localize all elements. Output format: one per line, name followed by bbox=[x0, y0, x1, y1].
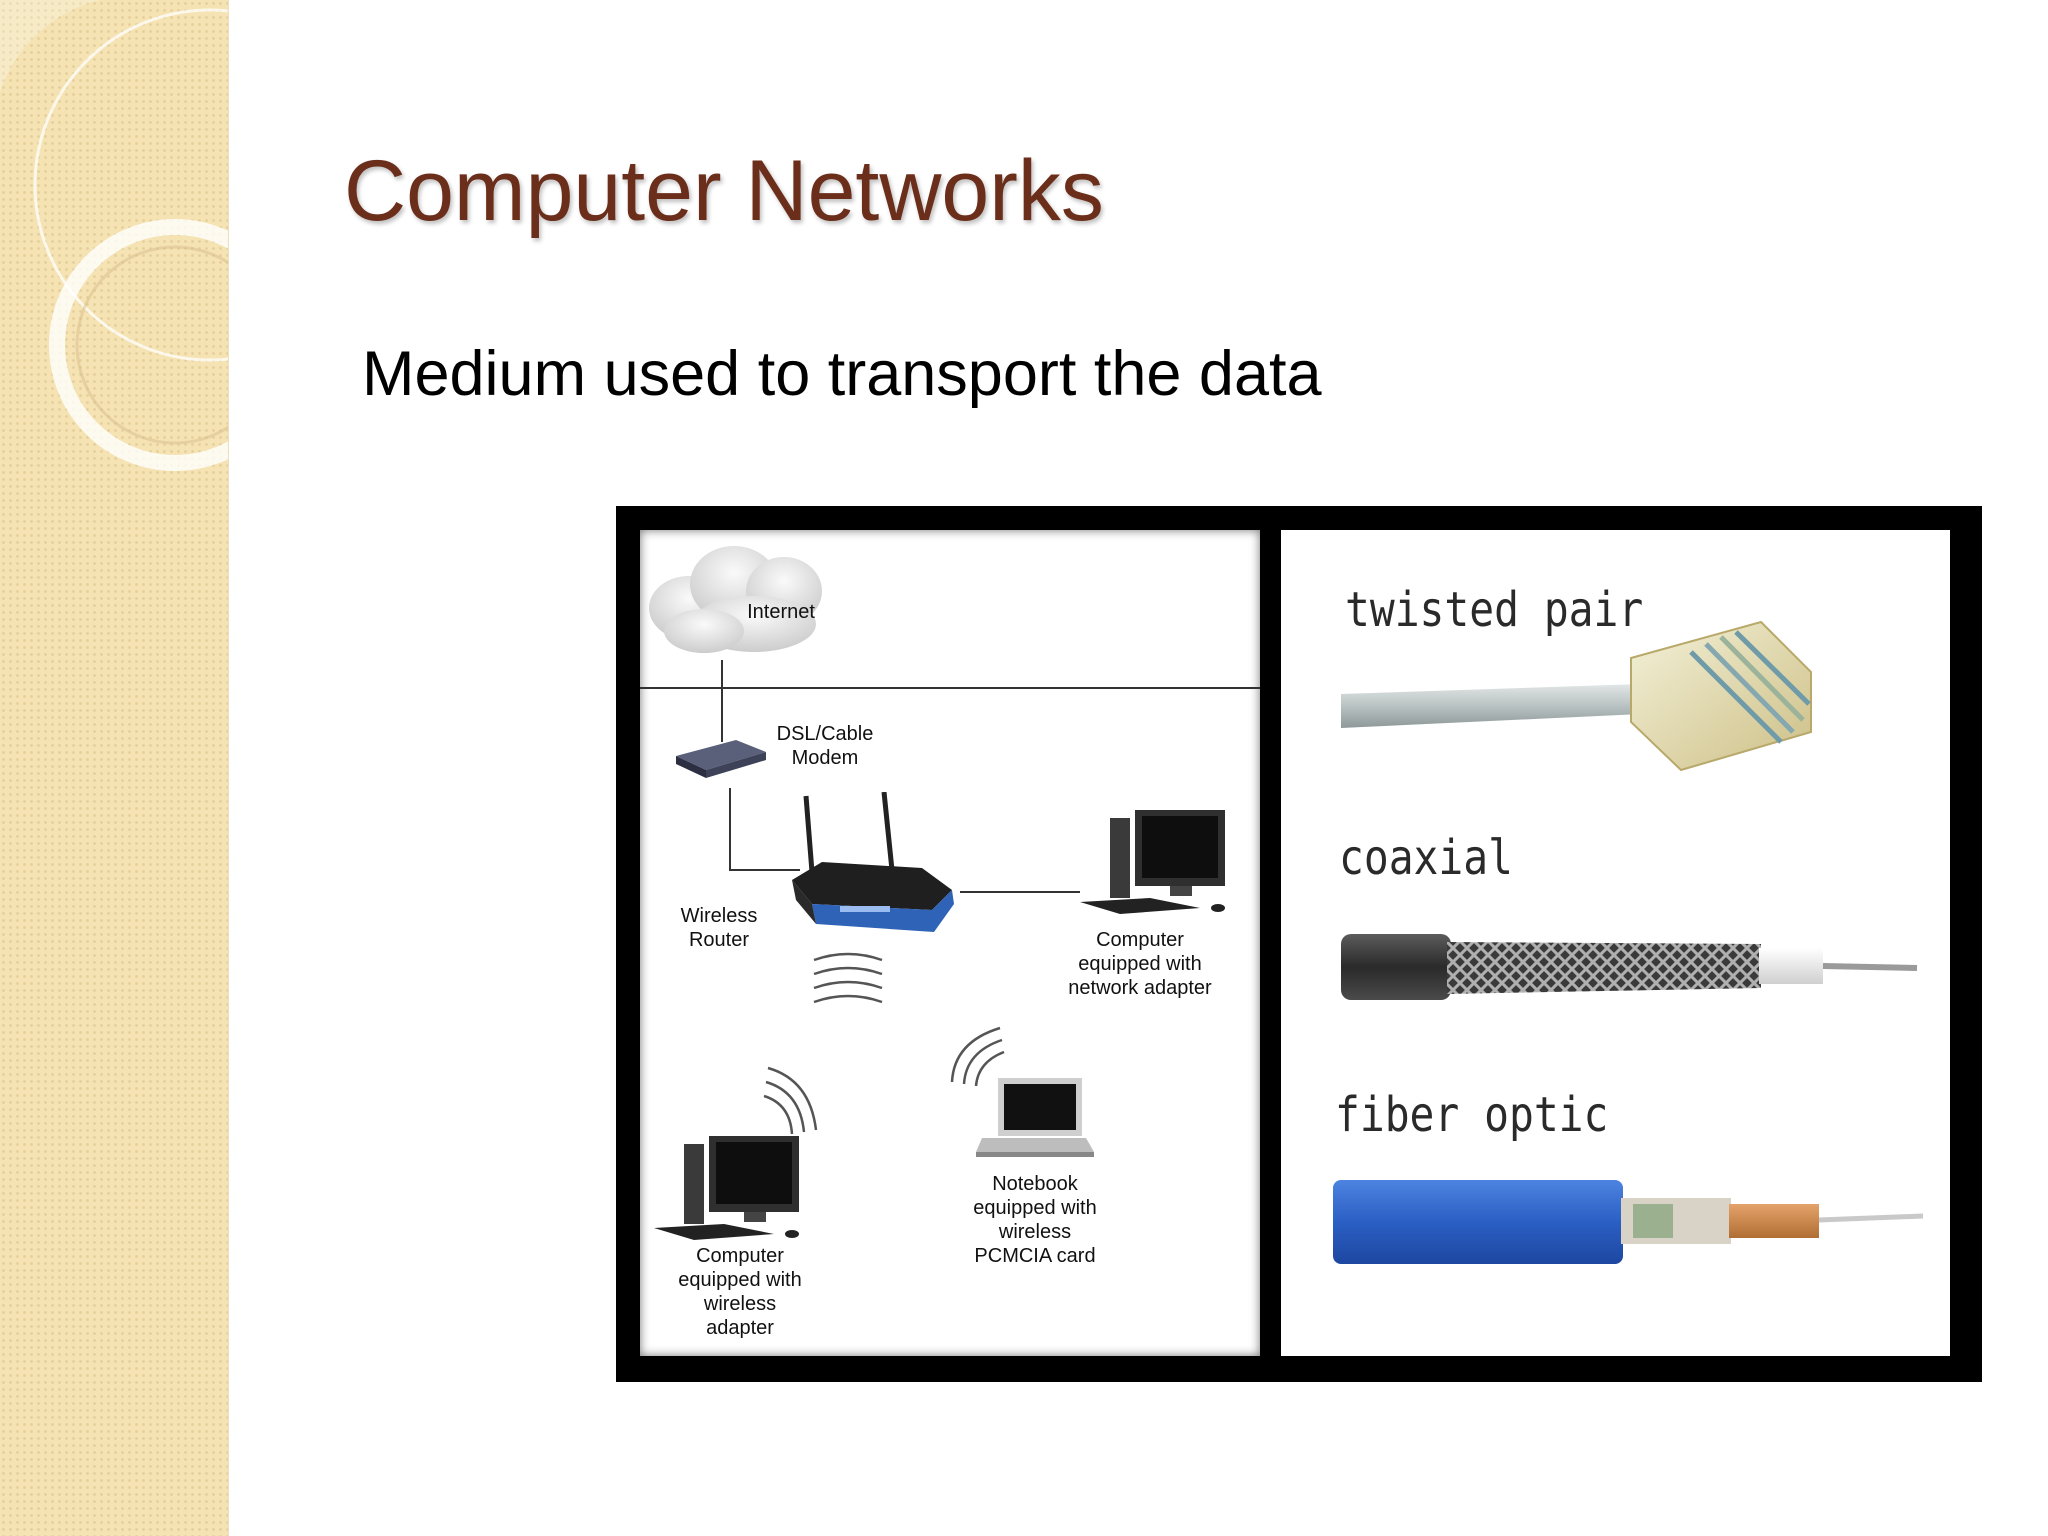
wired-computer-icon bbox=[1080, 810, 1225, 914]
wireless-computer-label-line1: Computer bbox=[696, 1245, 784, 1267]
wireless-computer-label-line2: equipped with bbox=[678, 1269, 802, 1291]
router-label-line1: Wireless bbox=[680, 905, 758, 927]
notebook-icon bbox=[976, 1078, 1094, 1157]
notebook-label-line2: equipped with bbox=[973, 1197, 1097, 1219]
wireless-router-icon bbox=[792, 792, 954, 932]
fiber-optic-cable-icon bbox=[1333, 1180, 1924, 1264]
notebook-label-line3: wireless bbox=[998, 1221, 1072, 1243]
wireless-computer-label-line3: wireless bbox=[703, 1293, 777, 1315]
decorative-sidebar bbox=[0, 0, 229, 1536]
twisted-pair-cable-icon bbox=[1341, 620, 1812, 772]
modem-label-line1: DSL/Cable bbox=[776, 723, 874, 745]
wired-computer-label-line2: equipped with bbox=[1078, 953, 1202, 975]
wired-computer-label-line3: network adapter bbox=[1068, 977, 1212, 999]
decorative-rings bbox=[0, 0, 228, 471]
cable-types-panel: twisted pair bbox=[1281, 530, 1950, 1356]
modem-icon bbox=[676, 740, 766, 778]
coaxial-cable-icon bbox=[1341, 934, 1918, 1000]
fiber-optic-label: fiber optic bbox=[1335, 1087, 1609, 1143]
notebook-wifi-waves-icon bbox=[950, 1026, 1005, 1087]
slide-title: Computer Networks bbox=[344, 143, 1104, 239]
network-diagram: Internet DSL/Cable Modem Wireless Router bbox=[640, 530, 1260, 1356]
notebook-label-line1: Notebook bbox=[992, 1173, 1078, 1195]
router-wifi-waves-icon bbox=[813, 952, 883, 1004]
twisted-pair-label: twisted pair bbox=[1345, 582, 1644, 638]
coaxial-label: coaxial bbox=[1339, 830, 1513, 886]
internet-label: Internet bbox=[747, 601, 815, 623]
network-media-figure: Internet DSL/Cable Modem Wireless Router bbox=[616, 506, 1982, 1382]
notebook-label-line4: PCMCIA card bbox=[974, 1245, 1096, 1267]
router-label-line2: Router bbox=[688, 929, 750, 951]
internet-cloud-icon bbox=[649, 546, 822, 653]
diagram-lines bbox=[640, 660, 1260, 893]
wireless-computer-label-line4: adapter bbox=[706, 1317, 774, 1339]
computer-wifi-waves-icon bbox=[763, 1066, 818, 1135]
wireless-computer-icon bbox=[654, 1136, 799, 1240]
slide-subtitle: Medium used to transport the data bbox=[362, 339, 1322, 409]
wired-computer-label-line1: Computer bbox=[1096, 929, 1184, 951]
modem-label-line2: Modem bbox=[791, 747, 859, 769]
